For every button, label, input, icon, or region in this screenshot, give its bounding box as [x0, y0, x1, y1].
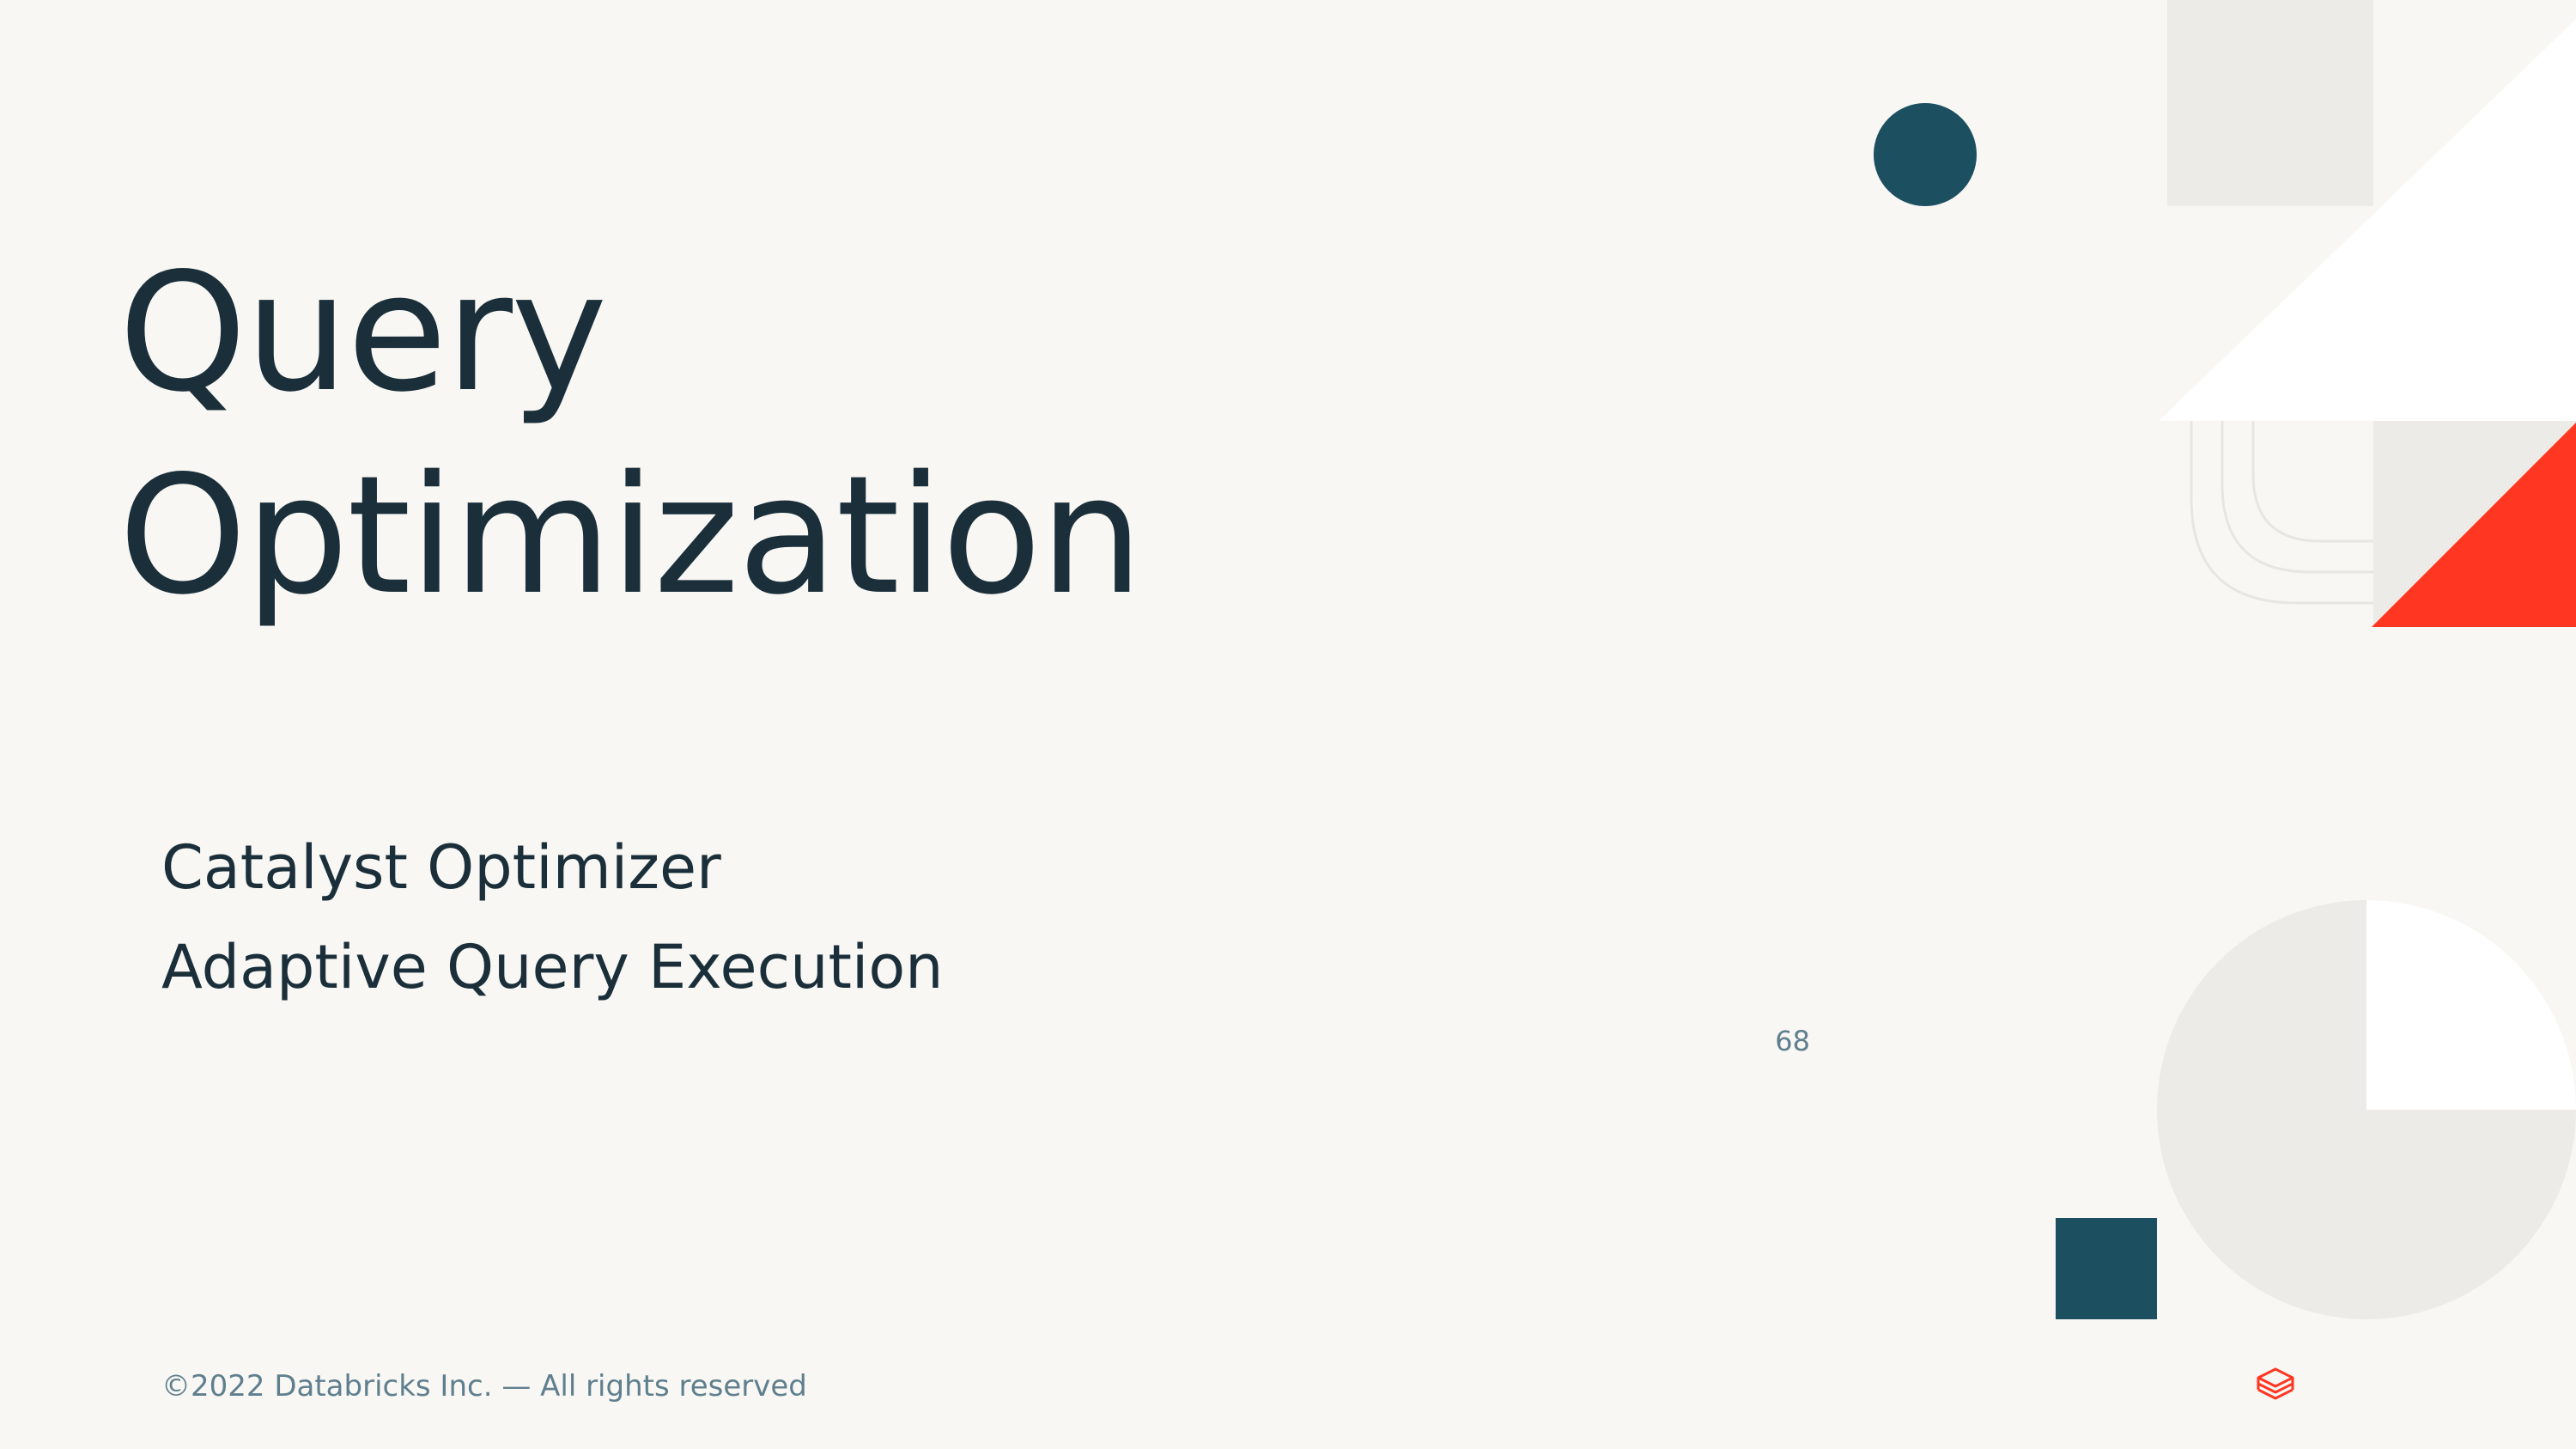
topic-item-catalyst: Catalyst Optimizer: [161, 832, 721, 903]
white-triangle: [2159, 19, 2576, 421]
navy-square: [2056, 1218, 2157, 1319]
slide-title-line-2: Optimization: [118, 441, 1143, 630]
navy-circle: [1874, 103, 1977, 206]
slide-title-line-1: Query: [118, 238, 607, 428]
outline-curve-outer: [2190, 421, 2373, 605]
topic-item-aqe: Adaptive Query Execution: [161, 932, 944, 1002]
slide-title: Query Optimization: [118, 232, 1143, 637]
gray-rectangle-top: [2167, 0, 2373, 206]
red-triangle: [2372, 423, 2576, 627]
page-number: 68: [1775, 1025, 1810, 1057]
outline-curve-inner: [2251, 421, 2373, 543]
copyright-footer: ©2022 Databricks Inc. — All rights reser…: [161, 1369, 807, 1403]
white-quadrant: [2366, 900, 2576, 1110]
databricks-logo-icon: [2257, 1367, 2294, 1400]
outline-curve-middle: [2221, 421, 2373, 574]
topic-list: Catalyst Optimizer Adaptive Query Execut…: [161, 818, 944, 1017]
